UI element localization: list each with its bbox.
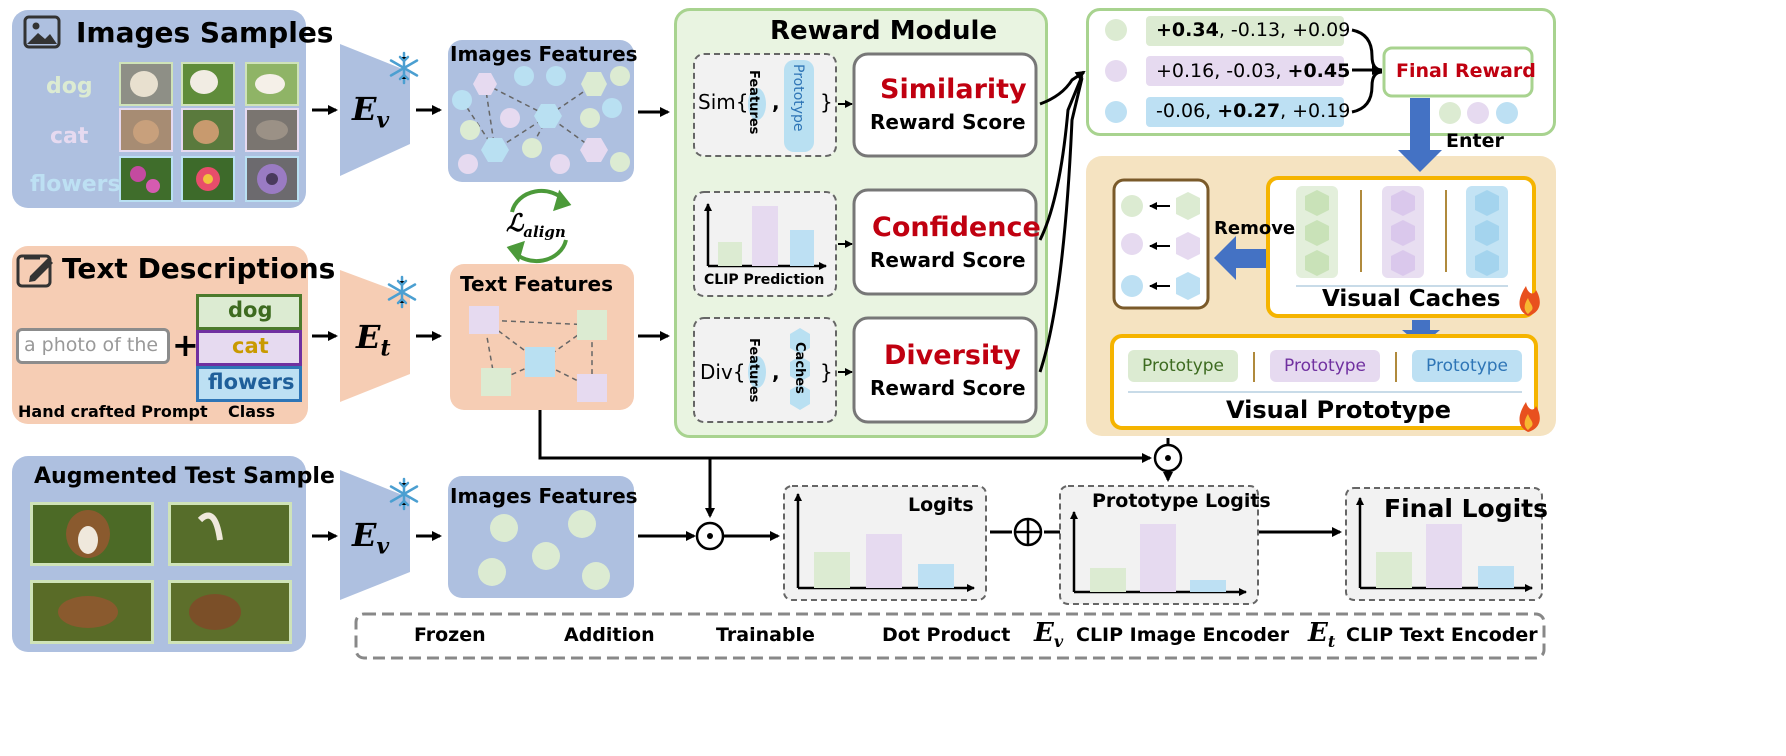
similarity-title: Similarity <box>880 74 1027 105</box>
legend-addition: Addition <box>564 624 655 646</box>
prompt-box <box>16 328 170 364</box>
caption-class: Class <box>228 402 276 421</box>
confidence-title: Confidence <box>872 212 1041 243</box>
plus-sign: + <box>172 326 199 364</box>
div-brace: } <box>820 360 833 384</box>
div-comma: , <box>772 360 780 384</box>
prototype-purple: Prototype <box>1284 356 1367 376</box>
sim-features-label: Features <box>746 70 761 135</box>
reward-row-dot-purple <box>1105 60 1127 82</box>
sim-comma: , <box>772 90 780 114</box>
text-feature-graph <box>469 306 607 402</box>
legend-trainable: Trainable <box>716 624 815 646</box>
caches-vertical-label: Caches <box>792 342 807 394</box>
final-logits-chart <box>1345 487 1543 601</box>
caption-prompt: Hand crafted Prompt <box>18 402 208 421</box>
diversity-sub: Reward Score <box>870 376 1026 400</box>
encoder-ev-top: Ev <box>352 90 390 134</box>
blue-arrows <box>1214 98 1442 346</box>
sample-photos <box>119 62 299 202</box>
legend-ev-symbol: Ev <box>1034 618 1064 652</box>
final-logits-label: Final Logits <box>1384 494 1548 523</box>
confidence-sub: Reward Score <box>870 248 1026 272</box>
image-encoder-bottom <box>340 470 410 600</box>
final-reward-label: Final Reward <box>1396 60 1536 82</box>
edit-icon <box>16 254 53 288</box>
legend-box <box>354 612 1546 660</box>
clip-prediction-chart <box>704 203 827 270</box>
clip-prediction-label: CLIP Prediction <box>704 272 825 288</box>
logits-chart <box>783 485 987 601</box>
logits-label: Logits <box>908 494 974 516</box>
reward-row-dot-green <box>1105 19 1127 41</box>
diversity-title: Diversity <box>884 340 1021 371</box>
remove-items <box>1121 192 1200 300</box>
prototype-green: Prototype <box>1142 356 1225 376</box>
reward-score-boxes <box>852 52 1038 424</box>
class-box-dog <box>196 294 302 330</box>
small-arrows <box>838 100 853 376</box>
caches-hex-stack <box>790 328 810 410</box>
class-label-flowers: flowers <box>30 172 121 197</box>
prototype-logits-label: Prototype Logits <box>1092 490 1271 512</box>
image-icon <box>23 15 61 49</box>
prompt-text: a photo of the <box>24 334 159 356</box>
align-cycle-icon <box>506 188 572 264</box>
flow-arrows <box>312 28 1383 541</box>
final-reward-box <box>1382 46 1534 98</box>
legend-frozen: Frozen <box>414 624 486 646</box>
images-features-title-2: Images Features <box>450 484 638 508</box>
div-prefix: Div{ <box>700 360 746 384</box>
remove-label: Remove <box>1214 218 1296 239</box>
legend-clip-text: CLIP Text Encoder <box>1346 624 1538 646</box>
prototype-vertical-label: Prototype <box>790 64 806 132</box>
image-feature-graph <box>452 66 630 174</box>
class-text-dog: dog <box>228 298 273 322</box>
image-encoder-top <box>340 44 410 176</box>
encoder-ev-bottom: Ev <box>352 516 390 560</box>
reward-module-title: Reward Module <box>770 16 998 46</box>
augmented-title: Augmented Test Sample <box>34 464 335 489</box>
prototype-blue: Prototype <box>1426 356 1509 376</box>
reward-row-dot-blue <box>1105 101 1127 123</box>
sim-brace: } <box>820 90 833 114</box>
encoder-et: Et <box>356 318 391 362</box>
class-box-flowers <box>196 366 302 402</box>
visual-caches-label: Visual Caches <box>1322 286 1501 312</box>
align-loss-label: ℒalign <box>506 208 566 241</box>
images-samples-title: Images Samples <box>76 16 334 49</box>
class-text-cat: cat <box>232 334 269 358</box>
reward-row-1: +0.34, -0.13, +0.09 <box>1156 19 1351 41</box>
text-features-title: Text Features <box>460 272 614 296</box>
visual-prototype-label: Visual Prototype <box>1226 396 1451 424</box>
text-descriptions-title: Text Descriptions <box>62 252 336 285</box>
div-features-label: Features <box>746 338 761 403</box>
class-box-cat <box>196 330 302 366</box>
text-encoder <box>340 270 410 402</box>
class-text-flowers: flowers <box>208 370 295 394</box>
reward-row-2: +0.16, -0.03, +0.45 <box>1156 60 1351 82</box>
legend-et-symbol: Et <box>1308 618 1336 652</box>
legend-dot-product: Dot Product <box>882 624 1011 646</box>
legend-clip-image: CLIP Image Encoder <box>1076 624 1290 646</box>
prototype-pill <box>784 60 814 152</box>
enter-label: Enter <box>1446 130 1504 152</box>
image-feature-points <box>478 510 610 590</box>
sim-prefix: Sim{ <box>698 90 749 114</box>
class-label-cat: cat <box>50 124 89 149</box>
similarity-sub: Reward Score <box>870 110 1026 134</box>
class-label-dog: dog <box>46 74 93 99</box>
cache-columns <box>1296 186 1508 287</box>
augmented-photos <box>30 502 292 644</box>
prototype-logits-chart <box>1059 485 1259 605</box>
images-features-title: Images Features <box>450 42 638 66</box>
reward-row-3: -0.06, +0.27, +0.19 <box>1156 100 1351 122</box>
